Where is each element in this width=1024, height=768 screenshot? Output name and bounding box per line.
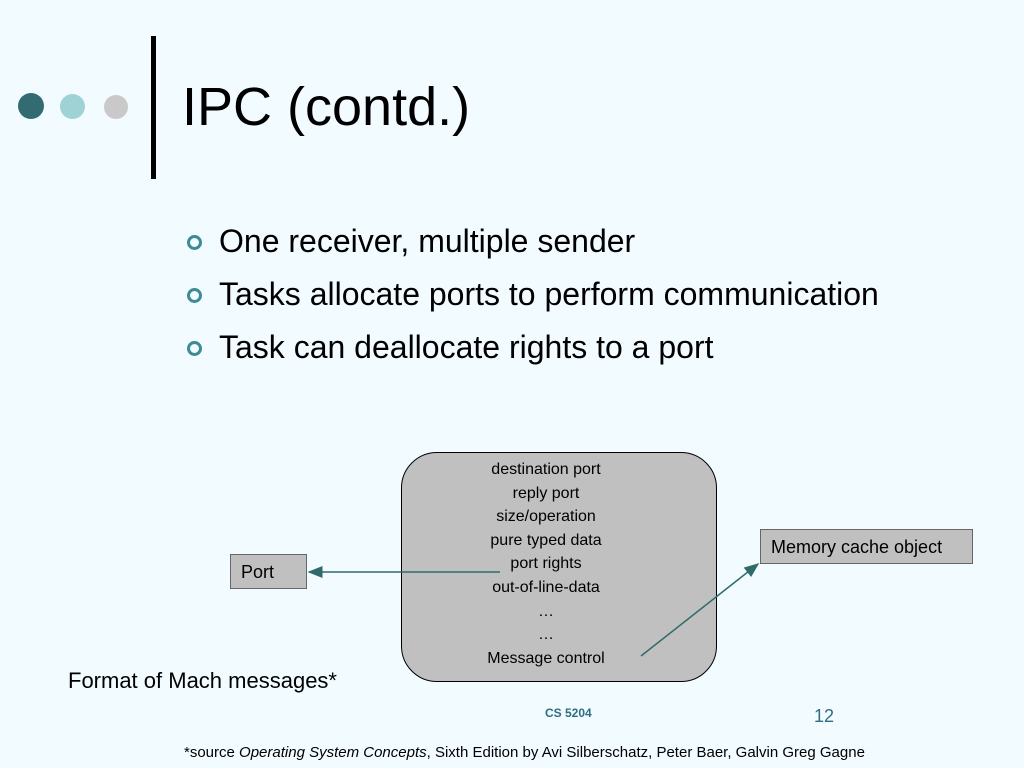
source-prefix: *source	[184, 744, 240, 761]
port-box: Port	[230, 554, 307, 589]
bullet-text: Tasks allocate ports to perform communic…	[219, 276, 879, 312]
bullet-text: Task can deallocate rights to a port	[219, 329, 714, 365]
bullet-item: One receiver, multiple sender	[185, 220, 965, 263]
source-citation: *source Operating System Concepts, Sixth…	[184, 743, 865, 763]
memory-cache-box: Memory cache object	[760, 529, 973, 564]
out-of-line-data-arrow	[640, 563, 760, 657]
decorative-dot-dark	[18, 93, 44, 119]
message-field: out-of-line-data	[492, 578, 600, 596]
slide-title: IPC (contd.)	[182, 77, 471, 137]
course-code: CS 5204	[545, 706, 592, 720]
bullet-marker-icon	[187, 235, 202, 250]
decorative-dot-gray	[104, 95, 128, 119]
diagram-caption: Format of Mach messages*	[68, 668, 337, 693]
mach-message-box	[401, 452, 717, 682]
bullet-text: One receiver, multiple sender	[219, 223, 636, 259]
message-field: …	[538, 626, 554, 644]
message-field: reply port	[512, 484, 580, 502]
message-field-list: destination port reply port size/operati…	[401, 458, 691, 670]
message-field: port rights	[510, 555, 582, 573]
source-details: , Sixth Edition by Avi Silberschatz, Pet…	[426, 744, 865, 761]
message-field: size/operation	[496, 508, 596, 526]
bullet-list: One receiver, multiple sender Tasks allo…	[185, 220, 965, 379]
message-field: …	[538, 602, 554, 620]
message-field: destination port	[491, 461, 601, 478]
bullet-item: Task can deallocate rights to a port	[185, 326, 965, 369]
slide-number: 12	[814, 706, 835, 726]
source-book-title: Operating System Concepts	[239, 744, 427, 761]
bullet-marker-icon	[187, 341, 202, 356]
title-divider	[151, 36, 156, 179]
bullet-marker-icon	[187, 288, 202, 303]
decorative-dot-light	[60, 94, 85, 119]
bullet-item: Tasks allocate ports to perform communic…	[185, 273, 965, 316]
message-field: Message control	[487, 649, 605, 667]
message-field: pure typed data	[490, 531, 602, 549]
